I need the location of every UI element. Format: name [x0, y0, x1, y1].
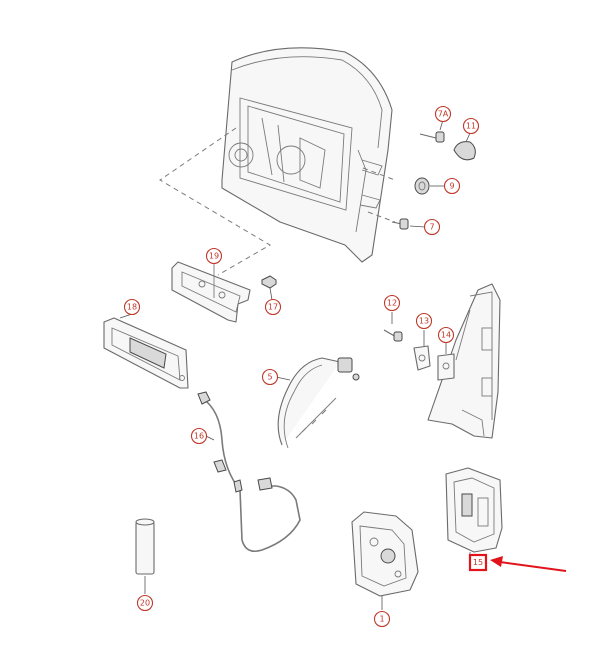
door-frame	[221, 47, 393, 263]
callout-5[interactable]: 5	[261, 368, 279, 386]
screw-7	[391, 218, 426, 230]
svg-text:7: 7	[429, 223, 434, 232]
callout-17[interactable]: 17	[264, 298, 282, 316]
cable-5	[277, 357, 360, 449]
handle-18	[103, 317, 189, 389]
svg-text:15: 15	[473, 558, 483, 567]
callout-13[interactable]: 13	[415, 312, 433, 330]
callout-1[interactable]: 1	[373, 610, 391, 628]
callout-19[interactable]: 19	[205, 247, 223, 265]
callout-18[interactable]: 18	[123, 298, 141, 316]
svg-text:5: 5	[267, 373, 272, 382]
svg-text:13: 13	[419, 317, 429, 326]
screw-17	[261, 275, 277, 301]
svg-text:14: 14	[441, 331, 451, 340]
grommet-9	[414, 177, 445, 195]
bracket-19	[171, 261, 251, 323]
door-lock-1	[351, 511, 419, 610]
cable-16	[197, 391, 301, 553]
callout-15[interactable]: 15	[468, 553, 488, 572]
callout-11[interactable]: 11	[462, 117, 480, 135]
lock-housing-15	[445, 467, 503, 558]
callout-12[interactable]: 12	[383, 294, 401, 312]
callout-9[interactable]: 9	[443, 177, 461, 195]
svg-text:12: 12	[387, 299, 397, 308]
callout-14[interactable]: 14	[437, 326, 455, 344]
b-pillar	[427, 283, 501, 439]
svg-text:9: 9	[449, 182, 454, 191]
highlight-arrow	[490, 556, 567, 572]
bolt-12	[383, 312, 403, 342]
cap-11	[453, 132, 476, 161]
svg-text:19: 19	[209, 252, 219, 261]
svg-text:17: 17	[268, 303, 278, 312]
svg-text:16: 16	[194, 432, 204, 441]
svg-text:11: 11	[466, 122, 476, 131]
plate-14	[437, 343, 455, 381]
svg-text:18: 18	[127, 303, 137, 312]
callout-16[interactable]: 16	[190, 427, 208, 445]
svg-text:1: 1	[379, 615, 384, 624]
callout-7[interactable]: 7	[423, 218, 441, 236]
svg-text:7A: 7A	[438, 110, 449, 119]
callout-7a[interactable]: 7A	[434, 105, 452, 123]
striker-13	[413, 330, 431, 371]
svg-text:20: 20	[140, 599, 150, 608]
callout-20[interactable]: 20	[136, 594, 154, 612]
bolt-7a	[419, 119, 445, 143]
cylinder-20	[135, 518, 155, 594]
